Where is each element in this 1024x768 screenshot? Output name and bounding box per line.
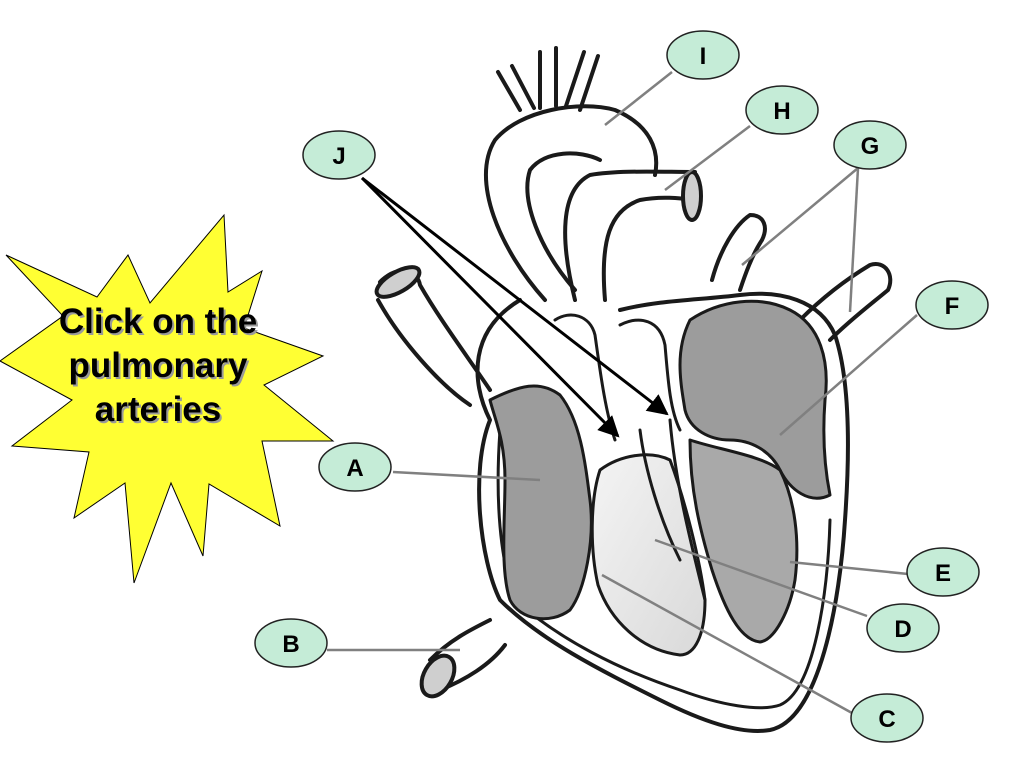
label-i[interactable]: I xyxy=(666,30,740,80)
label-g[interactable]: G xyxy=(833,120,907,170)
label-f[interactable]: F xyxy=(915,280,989,330)
inferior-vena-cava-opening xyxy=(419,653,457,699)
leader-line-d xyxy=(654,538,868,618)
pulmonary-vein-right xyxy=(798,262,893,342)
starburst-callout xyxy=(0,213,335,584)
label-d-text: D xyxy=(894,616,911,643)
label-j[interactable]: J xyxy=(302,130,376,180)
heart-illustration xyxy=(374,46,893,733)
heart-outer-wall xyxy=(475,291,850,733)
pulmonary-trunk xyxy=(563,169,697,302)
leader-lines xyxy=(327,71,918,715)
j-arrows xyxy=(360,176,669,438)
pulmonary-vein-left xyxy=(710,213,767,292)
j-arrow-1 xyxy=(360,176,620,438)
callout-instruction-text: Click on the pulmonary arteries xyxy=(58,302,258,429)
label-g-text: G xyxy=(861,133,880,160)
label-h-text: H xyxy=(773,98,790,125)
label-e[interactable]: E xyxy=(906,547,980,597)
label-d[interactable]: D xyxy=(866,603,940,653)
j-arrow-2 xyxy=(361,176,669,416)
label-a-text: A xyxy=(346,455,363,482)
label-f-text: F xyxy=(945,293,960,320)
leader-line-e xyxy=(789,560,909,576)
leader-line-g-2 xyxy=(848,167,860,313)
right-ventricle xyxy=(590,453,707,657)
leader-line-c xyxy=(601,573,853,715)
left-ventricle xyxy=(688,438,799,644)
left-atrium xyxy=(678,299,832,500)
pulmonary-artery-opening xyxy=(681,170,703,222)
leader-line-a xyxy=(392,470,541,482)
arch-branch-2 xyxy=(538,46,558,110)
leader-line-i xyxy=(604,71,673,126)
label-b-text: B xyxy=(282,631,299,658)
aortic-arch-inner xyxy=(525,151,602,292)
label-b[interactable]: B xyxy=(254,618,328,668)
leader-line-h xyxy=(664,125,751,191)
leader-line-f xyxy=(779,314,918,436)
pulmonary-valve-area xyxy=(553,313,682,442)
label-a[interactable]: A xyxy=(318,442,392,492)
label-c[interactable]: C xyxy=(850,693,924,743)
aortic-arch xyxy=(484,104,659,302)
label-h[interactable]: H xyxy=(745,85,819,135)
label-e-text: E xyxy=(935,560,951,587)
leader-line-g-1 xyxy=(741,167,859,266)
arch-branch-3 xyxy=(564,50,600,112)
right-atrium xyxy=(488,384,593,621)
label-i-text: I xyxy=(700,43,707,70)
label-j-text: J xyxy=(332,143,345,170)
superior-vena-cava-opening xyxy=(374,265,422,299)
label-bubbles: I H G J F A E D xyxy=(254,30,989,743)
label-c-text: C xyxy=(878,706,895,733)
arch-branch-1 xyxy=(496,64,536,112)
